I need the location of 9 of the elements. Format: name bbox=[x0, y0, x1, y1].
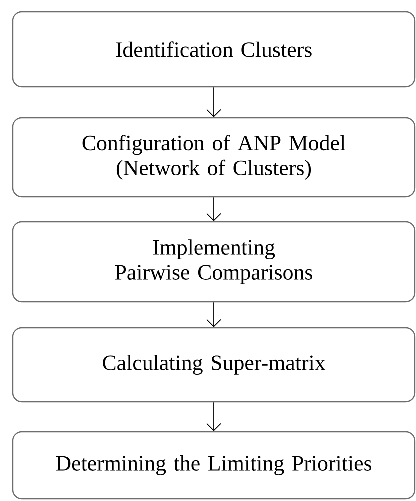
process-box: Identification Clusters bbox=[12, 11, 416, 88]
arrow bbox=[206, 402, 222, 432]
process-box: Configuration of ANP Model (Network of Clusters) bbox=[12, 117, 416, 198]
arrow bbox=[206, 87, 222, 118]
arrow bbox=[206, 302, 222, 328]
process-box: Determining the Limiting Priorities bbox=[12, 431, 416, 500]
arrow bbox=[206, 197, 222, 222]
process-box: Calculating Super-matrix bbox=[12, 327, 416, 403]
process-box: Implementing Pairwise Comparisons bbox=[12, 221, 416, 303]
